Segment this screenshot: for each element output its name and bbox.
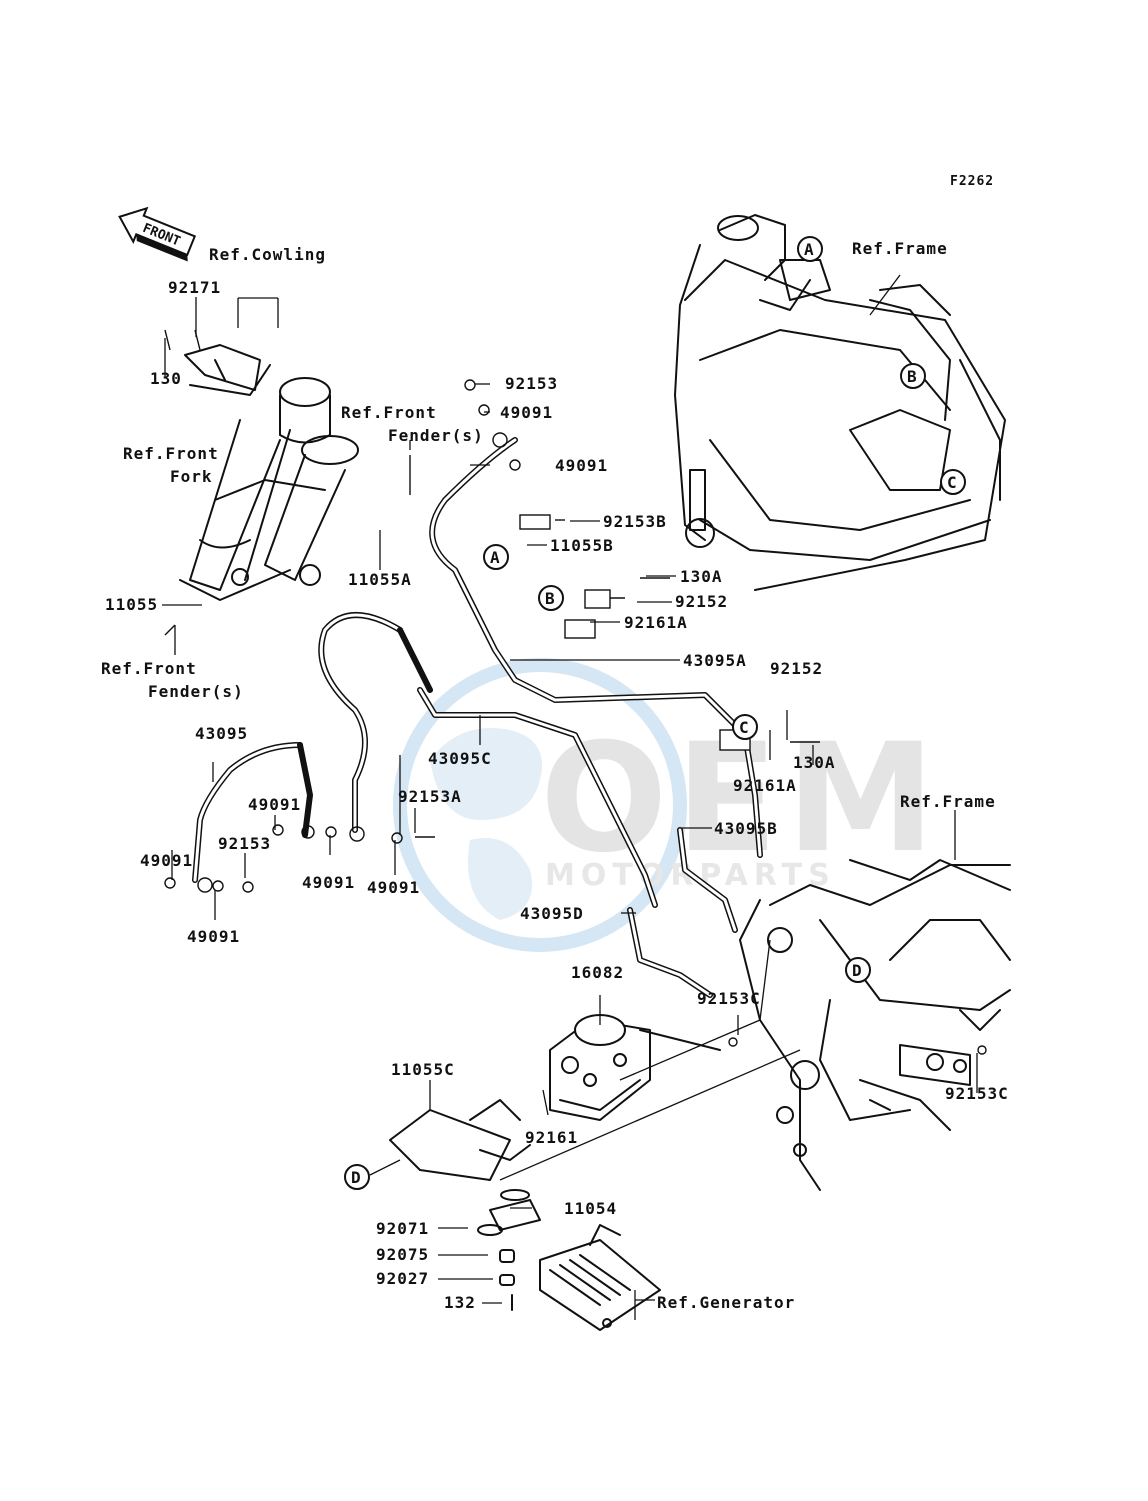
front-fork-drawing: [179, 344, 359, 601]
label-92152-top: 92152: [675, 592, 728, 611]
label-130: 130: [150, 369, 182, 388]
callout-b-mid: B: [538, 585, 564, 611]
label-43095a: 43095A: [683, 651, 747, 670]
label-11055: 11055: [105, 595, 158, 614]
callout-a-top-label: A: [804, 240, 815, 259]
callout-b-top: B: [900, 363, 926, 389]
label-132: 132: [444, 1293, 476, 1312]
callout-a-mid-label: A: [490, 548, 501, 567]
label-92161: 92161: [525, 1128, 578, 1147]
lower-frame-drawing: [739, 859, 1011, 1191]
label-92153-left: 92153: [218, 834, 271, 853]
label-49091-top2: 49091: [555, 456, 608, 475]
label-130a-top: 130A: [680, 567, 723, 586]
label-ref-front-fork-2: Fork: [170, 467, 213, 486]
label-92153c-mid: 92153C: [697, 989, 761, 1008]
label-ref-front-fender-top-2: Fender(s): [388, 426, 484, 445]
label-ref-front-fender-bot-2: Fender(s): [148, 682, 244, 701]
label-49091-l5: 49091: [367, 878, 420, 897]
label-130a-mid: 130A: [793, 753, 836, 772]
label-92161a-top: 92161A: [624, 613, 688, 632]
callout-c-mid-label: C: [739, 718, 750, 737]
label-ref-frame-mid: Ref.Frame: [900, 792, 996, 811]
label-43095b: 43095B: [714, 819, 778, 838]
label-92153c-right: 92153C: [945, 1084, 1009, 1103]
callout-a-top: A: [797, 236, 823, 262]
label-49091-top1: 49091: [500, 403, 553, 422]
label-92153a: 92153A: [398, 787, 462, 806]
callout-a-mid: A: [483, 544, 509, 570]
label-ref-front-fender-top-1: Ref.Front: [341, 403, 437, 422]
label-ref-cowling: Ref.Cowling: [209, 245, 326, 264]
label-49091-l2: 49091: [140, 851, 193, 870]
label-92027: 92027: [376, 1269, 429, 1288]
callout-d-right-label: D: [852, 961, 863, 980]
label-92153b: 92153B: [603, 512, 667, 531]
label-92152-mid: 92152: [770, 659, 823, 678]
label-92153-top: 92153: [505, 374, 558, 393]
callout-c-mid: C: [732, 714, 758, 740]
front-arrow-icon: FRONT: [118, 206, 197, 262]
label-49091-l1: 49091: [248, 795, 301, 814]
part-labels: Ref.Cowling 92171 130 Ref.Front Fork Ref…: [101, 239, 1009, 1312]
callout-c-top-label: C: [947, 473, 958, 492]
callout-c-top: C: [940, 469, 966, 495]
abs-unit-drawing: [549, 1014, 721, 1121]
upper-frame-drawing: [674, 214, 1006, 591]
label-92171: 92171: [168, 278, 221, 297]
label-43095c: 43095C: [428, 749, 492, 768]
label-43095d: 43095D: [520, 904, 584, 923]
label-11054: 11054: [564, 1199, 617, 1218]
label-49091-l4: 49091: [302, 873, 355, 892]
label-16082: 16082: [571, 963, 624, 982]
callout-d-right: D: [845, 957, 871, 983]
label-11055b: 11055B: [550, 536, 614, 555]
label-ref-front-fender-bot-1: Ref.Front: [101, 659, 197, 678]
figure-code: F2262: [950, 174, 994, 189]
label-ref-front-fork-1: Ref.Front: [123, 444, 219, 463]
label-92161a-mid: 92161A: [733, 776, 797, 795]
callout-d-left: D: [344, 1164, 370, 1190]
label-11055c: 11055C: [391, 1060, 455, 1079]
label-92075: 92075: [376, 1245, 429, 1264]
label-ref-frame-top: Ref.Frame: [852, 239, 948, 258]
leader-lines: [162, 274, 978, 1320]
label-43095: 43095: [195, 724, 248, 743]
bracket-11055c-drawing: [389, 1099, 531, 1181]
label-ref-generator: Ref.Generator: [657, 1293, 795, 1312]
callout-b-top-label: B: [907, 367, 918, 386]
label-49091-l3: 49091: [187, 927, 240, 946]
label-11055a: 11055A: [348, 570, 412, 589]
brake-hoses: [192, 437, 763, 998]
label-92071: 92071: [376, 1219, 429, 1238]
callout-d-left-label: D: [351, 1168, 362, 1187]
callout-b-mid-label: B: [545, 589, 556, 608]
